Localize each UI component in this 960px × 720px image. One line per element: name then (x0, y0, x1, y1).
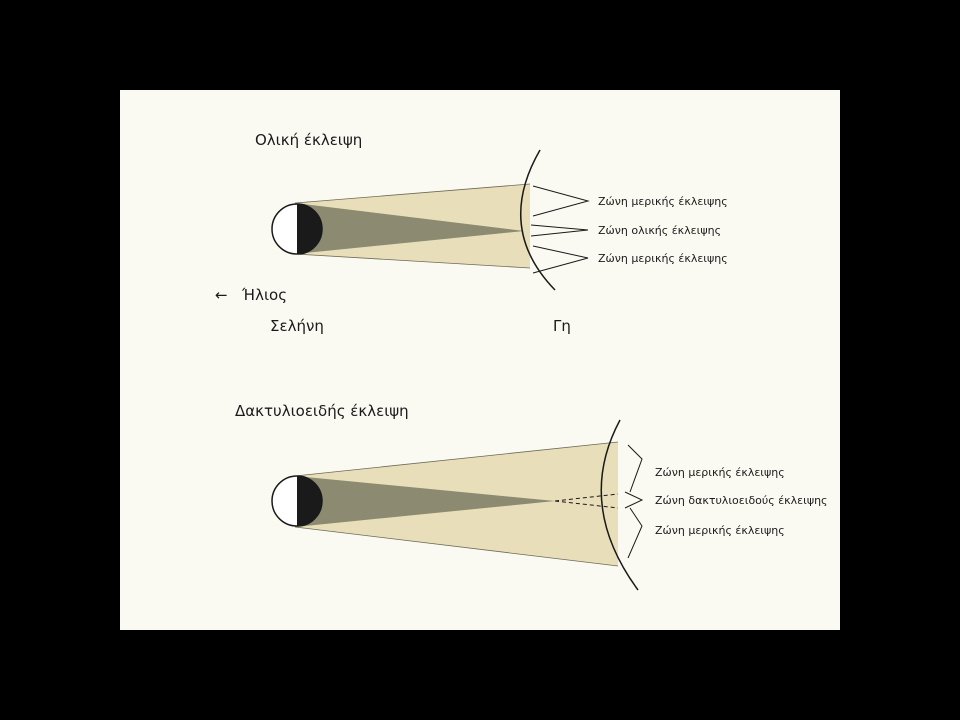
moon-label: Σελήνη (270, 317, 324, 335)
total-eclipse-figure: Ολική έκλειψη Ζώνη μερικής έκλειψης Ζώνη… (215, 131, 728, 335)
total-zone-bracket (531, 225, 588, 236)
zone-label-partial-bottom: Ζώνη μερικής έκλειψης (655, 524, 785, 537)
annular-zone-bracket (625, 492, 642, 508)
eclipse-diagram: Ολική έκλειψη Ζώνη μερικής έκλειψης Ζώνη… (120, 90, 840, 630)
zone-label-partial-top: Ζώνη μερικής έκλειψης (655, 466, 785, 479)
annular-eclipse-figure: Δακτυλιοειδής έκλειψη Ζώνη μερικής έκλει… (235, 402, 828, 590)
zone-label-partial-bottom: Ζώνη μερικής έκλειψης (598, 252, 728, 265)
moon (272, 204, 322, 254)
sun-arrow-icon: ← (215, 286, 228, 304)
slide: Ολική έκλειψη Ζώνη μερικής έκλειψης Ζώνη… (120, 90, 840, 630)
annular-eclipse-title: Δακτυλιοειδής έκλειψη (235, 402, 409, 420)
moon-annular (272, 476, 322, 526)
zone-label-total: Ζώνη ολικής έκλειψης (598, 224, 721, 237)
sun-label: Ήλιος (241, 286, 287, 304)
earth-label: Γη (553, 317, 571, 335)
total-eclipse-title: Ολική έκλειψη (255, 131, 362, 149)
partial-zone-bracket-bottom (628, 508, 642, 558)
partial-zone-bracket-top (533, 186, 588, 216)
partial-zone-bracket-bottom (533, 246, 588, 273)
zone-label-annular: Ζώνη δακτυλιοειδούς έκλειψης (655, 494, 828, 507)
zone-label-partial-top: Ζώνη μερικής έκλειψης (598, 195, 728, 208)
partial-zone-bracket-top (628, 445, 642, 492)
